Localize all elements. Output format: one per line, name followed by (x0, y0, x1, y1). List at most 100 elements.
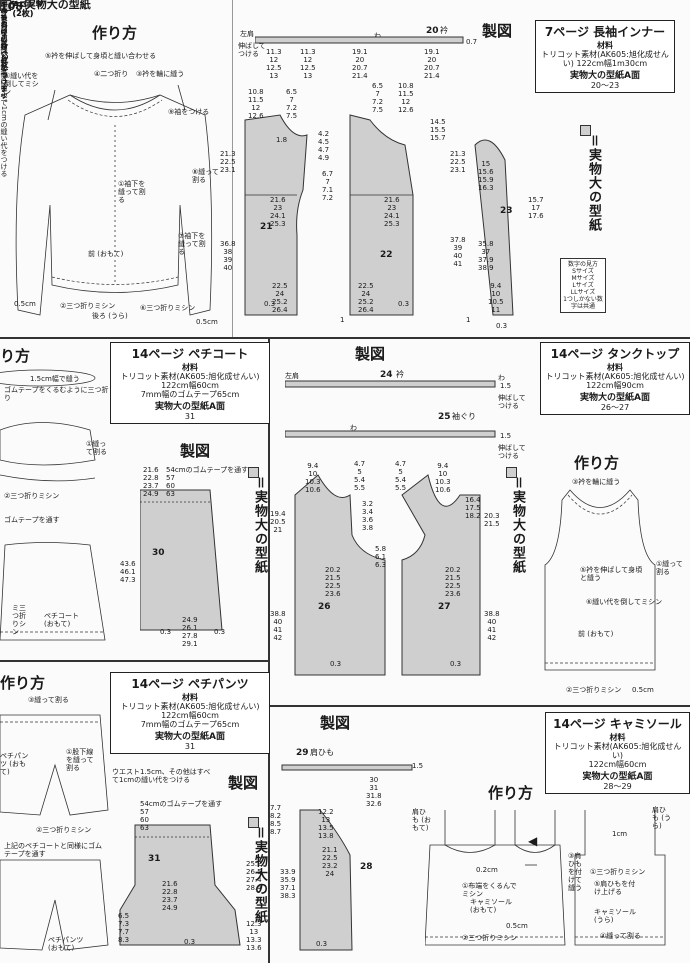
sec1-step-9: ②三つ折りミシン (60, 302, 116, 310)
sec1-step-3: ③衿を輪に縫う (136, 70, 185, 78)
sec1-collar-left: 左肩 (240, 30, 254, 38)
sec5-piece-dims-e: 0.3 (316, 940, 328, 948)
sec3-hem-label: 0.5cm (632, 686, 654, 694)
sec2-step-1: 1.5cm幅で縫う (30, 375, 80, 383)
sec2-material-3: 7mm幅のゴムテープ65cm (140, 390, 240, 399)
sec2-waist-note: ウエスト1.5cm、その他はすべて1cmの縫い代をつける (0, 0, 8, 177)
sec5-title: 14ページ キャミソール (553, 717, 682, 731)
sec1-hem-label: 0.5cm (14, 300, 36, 308)
sec4-material-2: 122cm幅60cm (161, 711, 219, 720)
sec1-step-5: ⑨袖をつける (168, 108, 210, 116)
sec3-back-dims-h: 0.3 (330, 660, 342, 668)
sec3-step-6: ②三つ折りミシン (566, 686, 622, 694)
sec4-actual-pattern-legend (248, 812, 259, 831)
sec5-step-2: ②三つ折りミシン (462, 934, 518, 942)
sec5-front-label: キャミソール (おもて) (470, 898, 512, 914)
sec3-step-4: ⑥縫い代を倒してミシン (586, 598, 663, 606)
sec3-collar-wa: わ (498, 374, 505, 382)
sec1-step-4: ⑥縫い代を倒してミシン (4, 72, 39, 96)
sec2-material-heading: 材料 (182, 363, 198, 372)
sec4-cutting-heading: 製図 (228, 774, 259, 792)
sec2-material-1: トリコット素材(AK605:旭化成せんい) (120, 372, 260, 381)
sec3-legend-square (506, 467, 517, 478)
sec1-sleeve-num: 23 (500, 206, 513, 216)
size-legend-l: Lサイズ (572, 282, 594, 289)
sec1-material: トリコット素材(AK605:旭化成せんい) 122cm幅1m30cm (541, 50, 669, 68)
sec1-front-label: 前 (おもて) (88, 250, 124, 258)
sec3-step-1: ③衿を輪に縫う (572, 478, 621, 486)
sec1-howto-heading: 作り方 (92, 24, 138, 42)
sec4-material-1: トリコット素材(AK605:旭化成せんい) (120, 702, 260, 711)
divider-v-2 (232, 0, 233, 337)
sec5-pattern: 実物大の型紙A面 (582, 772, 653, 782)
sec1-back-dims-i: 1 (340, 316, 345, 324)
sec4-front-label: ペチパンツ (おもて) (0, 752, 29, 776)
sec1-sleeve-dims-g: 0.3 (496, 322, 508, 330)
sec5-material-2: 122cm幅60cm (588, 760, 647, 769)
sec5-legend: ＝実物大の型紙 (0, 0, 91, 11)
sec2-pattern: 実物大の型紙A面 (155, 402, 225, 412)
sec3-collar-left: 左肩 (285, 372, 299, 380)
sec2-title: 14ページ ペチコート (131, 347, 249, 361)
sec1-collar-name: 衿 (440, 26, 448, 35)
sec4-howto-heading: 作り方 (0, 674, 46, 692)
sec1-back-dims-g: 1.8 (276, 136, 288, 144)
sec1-legend-square (580, 125, 591, 136)
sec5-strap-strip (281, 764, 413, 771)
sec1-collar-width: 0.7 (466, 38, 478, 46)
sec5-strap-num: 29 (296, 748, 309, 758)
sec1-step-2: ④二つ折り (94, 70, 129, 78)
sec5-strap-width: 1.5 (412, 762, 424, 770)
sec2-cutting-heading: 製図 (180, 442, 211, 460)
sec5-step-4: ⑤肩ひもを付け上げる (594, 880, 636, 896)
sec3-howto-heading: 作り方 (574, 454, 620, 472)
sec3-pattern: 実物大の型紙A面 (580, 393, 650, 403)
sec4-panties-piece (119, 824, 241, 946)
sec1-back-dims-h: 0.3 (264, 300, 276, 308)
sec2-petticoat-illustration (0, 369, 106, 641)
sec4-front2-label: ペチパンツ (おもて) (48, 936, 84, 952)
sec3-collar-width: 1.5 (500, 382, 512, 390)
sec1-step-1: ⑤衿を伸ばして身頃と縫い合わせる (45, 52, 157, 60)
sec4-title-box: 14ページ ペチパンツ 材料 トリコット素材(AK605:旭化成せんい) 122… (110, 672, 270, 754)
page-number: 108 (0, 0, 23, 13)
sec4-panties-illustration (0, 714, 109, 951)
sec4-step-4: 上記のペチコートと同様にゴムテープを通す (4, 842, 102, 858)
sec2-actual-pattern-legend (248, 462, 259, 481)
sec5-title-box: 14ページ キャミソール 材料 トリコット素材(AK605:旭化成せんい) 12… (545, 712, 690, 794)
sec3-front-label: 前 (おもて) (578, 630, 614, 638)
sec3-pattern-nums: 26〜27 (600, 403, 630, 412)
sec1-front-dims-h: 0.3 (398, 300, 410, 308)
sec3-front-num: 27 (438, 602, 451, 612)
sec2-howto-heading: り方 (0, 347, 31, 365)
sec5-piece-note: 肩ひもつけ位置は前と後ろ中心 (0, 0, 8, 98)
sec2-step-5: ②三つ折りミシン (4, 492, 60, 500)
sec5-step-7: 1cm (612, 830, 628, 838)
sec2-petticoat-piece (140, 489, 223, 631)
sec5-hem2-label: 0.2cm (476, 866, 498, 874)
sec2-title-box: 14ページ ペチコート 材料 トリコット素材(AK605:旭化成せんい) 122… (110, 342, 270, 424)
sec4-pattern: 実物大の型紙A面 (155, 732, 225, 742)
